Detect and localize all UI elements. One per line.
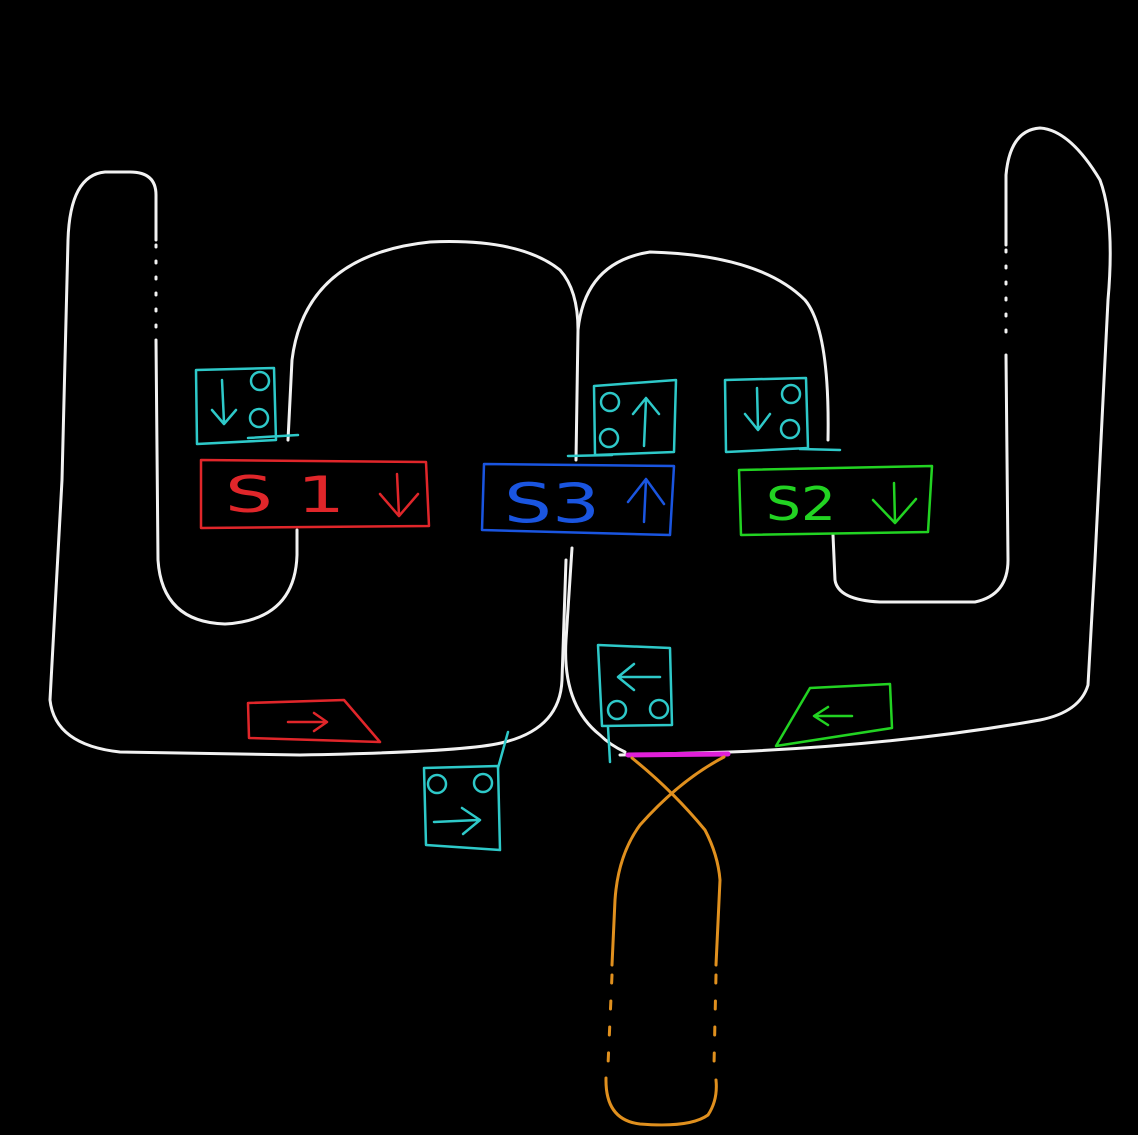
- right-arrow-icon: [432, 806, 482, 836]
- track-right-hairpin: [831, 353, 1010, 604]
- signal-box: [592, 378, 678, 457]
- track-left-outer-loop: [48, 170, 568, 757]
- left-arrow-icon: [812, 705, 854, 727]
- crossover-loop: [604, 755, 726, 1127]
- lamp-icon: [648, 698, 670, 720]
- lamp-icon: [606, 699, 628, 721]
- signal-box: [422, 764, 502, 852]
- lamp-icon: [426, 773, 448, 795]
- section-s3[interactable]: S3: [480, 462, 676, 537]
- section-s1-box: [199, 458, 431, 530]
- crossover-right-branch: [610, 755, 726, 967]
- down-arrow-icon: [871, 481, 918, 525]
- signal-left-bottom[interactable]: [422, 730, 510, 852]
- signal-middle-bottom[interactable]: [596, 643, 674, 764]
- lamp-icon: [598, 427, 620, 449]
- signal-right-top[interactable]: [723, 376, 842, 454]
- lamp-icon: [249, 370, 271, 392]
- track-left-hairpin: [154, 338, 299, 626]
- signal-box: [596, 643, 674, 728]
- signal-mast: [246, 433, 300, 440]
- up-arrow-icon: [631, 396, 661, 448]
- signal-mast: [798, 447, 842, 452]
- crossover-bottom-curve: [604, 1076, 718, 1127]
- track-right-center-loop: [576, 250, 830, 442]
- signals: [194, 366, 842, 852]
- signal-middle-top[interactable]: [566, 378, 678, 458]
- section-s1-label: S 1: [225, 466, 345, 524]
- signal-box: [194, 366, 278, 446]
- down-arrow-icon: [210, 378, 238, 426]
- up-arrow-icon: [626, 477, 666, 524]
- direction-marker-red[interactable]: [246, 698, 382, 744]
- down-arrow-icon: [743, 386, 772, 432]
- lamp-icon: [248, 407, 270, 429]
- right-arrow-icon: [286, 711, 329, 733]
- section-s2-box: [737, 464, 934, 537]
- section-s2[interactable]: S2: [737, 464, 934, 537]
- section-s3-label: S3: [504, 472, 600, 535]
- signal-mast: [496, 730, 510, 770]
- marker-body: [774, 682, 894, 748]
- crossover-left-branch: [630, 756, 722, 967]
- track-loops: [48, 126, 1112, 757]
- section-s1[interactable]: S 1: [199, 458, 431, 530]
- lamp-icon: [780, 383, 802, 405]
- lamp-icon: [779, 418, 801, 440]
- left-arrow-icon: [616, 662, 662, 692]
- direction-marker-green[interactable]: [774, 682, 894, 748]
- signal-mast: [566, 453, 614, 458]
- marker-body: [246, 698, 382, 744]
- lamp-icon: [472, 772, 494, 794]
- signal-mast: [606, 725, 612, 764]
- section-s2-label: S2: [766, 477, 836, 531]
- track-left-center-loop: [286, 240, 580, 462]
- track-middle-lower: [564, 546, 627, 754]
- down-arrow-icon: [378, 472, 420, 518]
- junction-marker: [625, 751, 731, 758]
- track-right-outer-loop: [618, 126, 1112, 757]
- lamp-icon: [599, 391, 621, 413]
- section-s3-box: [480, 462, 676, 537]
- signal-left-top[interactable]: [194, 366, 300, 446]
